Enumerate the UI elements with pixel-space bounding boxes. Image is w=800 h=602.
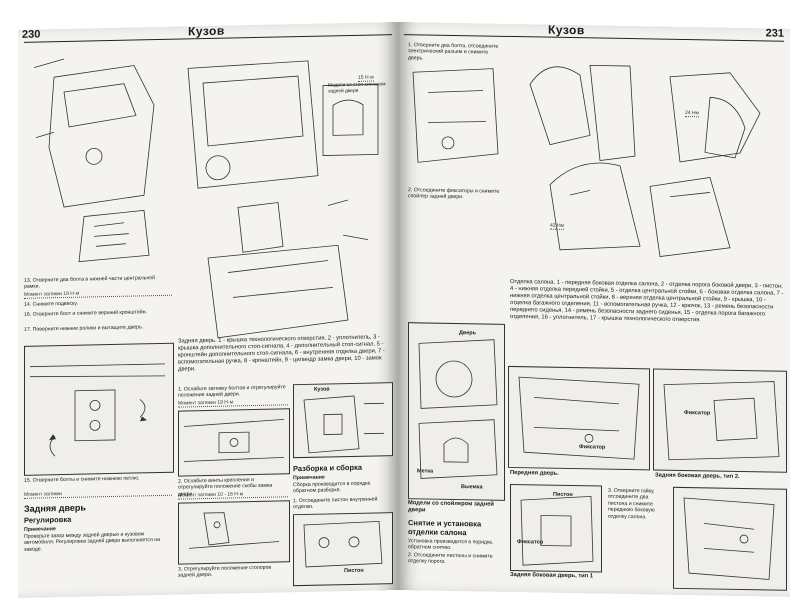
figure-door-removal (24, 45, 174, 278)
figure-front-trim (673, 486, 787, 591)
door-removal-drawing (33, 58, 155, 263)
spoiler-mark-drawing (418, 339, 498, 479)
figure-piston: Пистон (293, 512, 393, 587)
side-door-1-drawing (520, 495, 594, 566)
rear-door-drawing (187, 60, 379, 339)
instruction-top: 1. Отверните два болта, отсоедините элек… (408, 42, 499, 62)
page-number-right: 231 (765, 27, 784, 40)
figure-door-latch: Кузов (293, 382, 393, 459)
piston-drawing (303, 520, 383, 568)
torque-15: Момент затяжки (24, 488, 172, 499)
front-trim-drawing (683, 497, 775, 580)
open-manual-spread: 230 Кузов 13. Отверните два болта в нижн… (18, 22, 790, 598)
figure-spoiler (408, 62, 503, 184)
section-title-right: Кузов (548, 22, 585, 38)
caption-rear-door: Задняя дверь. 1 - крышка технологическог… (178, 334, 385, 373)
figure-interior-trim: 24 Нм 42 Нм (510, 44, 785, 274)
note-label: Примечание (24, 526, 56, 533)
hinge-drawing (29, 363, 166, 457)
instruction-17: 17. Поверните нижние ролики и вытащите д… (24, 324, 144, 333)
torque-13: Момент затяжки 19 Н·м (24, 288, 172, 299)
section-title-left: Кузов (188, 23, 225, 39)
torque-42: 42 Нм (550, 222, 564, 230)
subheading-adjust: Регулировка (24, 514, 72, 525)
instruction-bumpers: 3. Отрегулируйте положение стопоров задн… (178, 564, 272, 580)
adjust-text: Проверьте зазор между задней дверью и ку… (24, 531, 161, 553)
torque-24: 24 Нм (685, 110, 699, 118)
instruction-14: 14. Снимите подвеску. (24, 300, 78, 308)
heading-removal: Снятие и установка отделки салона (408, 518, 482, 538)
torque-screws: Момент затяжки 10 - 16 Н·м (178, 490, 288, 500)
heading-disassembly: Разборка и сборка (293, 462, 362, 474)
caption-side-door-2: Задняя боковая дверь, тип 2. (655, 472, 740, 480)
instruction-16: 16. Отверните болт и снимите верхний кро… (24, 309, 147, 318)
figure-side-door-1: Пистон Фиксатор (510, 483, 602, 573)
heading-rear-door: Задняя дверь (24, 502, 86, 514)
door-lock-drawing (183, 418, 285, 462)
latch-drawing (303, 395, 384, 454)
spoiler-drawing (412, 68, 499, 163)
figure-door-lock (178, 408, 290, 477)
caption-side-door-1: Задняя боковая дверь, тип 1 (510, 571, 594, 580)
front-door-drawing (518, 376, 640, 460)
removal-text: Установка производится в порядке, обратн… (408, 538, 494, 552)
left-page: 230 Кузов 13. Отверните два болта в нижн… (18, 22, 398, 598)
page-number-left: 230 (22, 28, 41, 41)
figure-door-spoiler-mark: Дверь Метка Выемка (408, 322, 505, 501)
instruction-15: 15. Отверните болты и снимите нижнюю пет… (24, 475, 140, 484)
caption-front-door: Передняя дверь. (510, 469, 559, 477)
figure-hinge (24, 342, 174, 476)
figure-rear-door-exploded: Модели со стоп-сигналом задней двери 15 … (178, 54, 388, 348)
right-page: Кузов 231 1. Отверните два болта, отсоед… (398, 22, 790, 597)
disassembly-text: Сборка производится в порядке обратном р… (293, 480, 371, 495)
torque-loosen: Момент затяжки 19 Н·м (178, 398, 288, 408)
figure-front-door: Фиксатор (508, 365, 650, 471)
figure-door-stopper (178, 500, 290, 565)
instruction-pistons: 1. Отсоедините пистон внутренней отделки… (293, 496, 378, 511)
side-door-2-drawing (663, 381, 780, 461)
interior-trim-drawing (529, 64, 761, 258)
instruction-spoiler: 2. Отсоедините фиксаторы и снимите спойл… (408, 187, 500, 201)
instruction-nut: 3. Отверните гайку, отсоедините два пист… (608, 487, 655, 520)
model-note-label: Модели со стоп-сигналом задней двери (328, 82, 386, 94)
torque-15nm: 15 Н·м (358, 74, 374, 82)
instruction-front-sill: 2. Отсоедините пистоны и снимите отделку… (408, 552, 493, 566)
caption-interior: Отделка салона. 1 - передняя боковая отд… (510, 278, 784, 324)
caption-spoiler: Модели со спойлером задней двери (408, 500, 494, 514)
instruction-loosen: 1. Ослабьте затяжку болтов и отрегулируй… (178, 384, 286, 400)
figure-side-door-2: Фиксатор (653, 368, 787, 473)
header-rule-right (404, 34, 784, 42)
stopper-drawing (188, 512, 280, 549)
note-disassembly: Примечание (293, 474, 325, 482)
